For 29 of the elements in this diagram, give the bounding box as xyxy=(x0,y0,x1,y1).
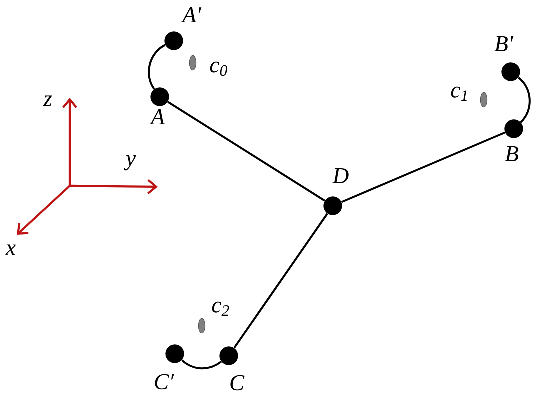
point-dot xyxy=(504,120,524,138)
centroid-ellipse xyxy=(189,55,197,71)
point-label: C′ xyxy=(155,374,174,390)
point-label: A′ xyxy=(181,8,202,22)
axis-label: x xyxy=(6,244,16,256)
point-dot xyxy=(324,196,342,216)
connector-line xyxy=(182,360,222,370)
point-label: c$_{2}$ xyxy=(212,302,230,316)
connector-line xyxy=(168,101,326,202)
point-dot xyxy=(166,344,184,364)
point-dot xyxy=(220,346,238,366)
point-label: B xyxy=(505,146,518,162)
point-label: B′ xyxy=(494,36,514,52)
point-dot xyxy=(150,88,170,106)
axis-label: z xyxy=(43,96,52,106)
centroid-ellipse xyxy=(198,318,206,334)
point-label: A xyxy=(150,110,165,124)
point-dot xyxy=(164,32,184,50)
point-label: c$_{1}$ xyxy=(451,86,467,102)
point-label: C xyxy=(230,375,245,391)
point-dot xyxy=(502,62,520,82)
connector-line xyxy=(234,213,328,349)
point-label: D xyxy=(332,168,349,184)
centroid-ellipse xyxy=(480,92,488,108)
connector-line xyxy=(148,44,166,90)
connector-line xyxy=(341,132,506,204)
axis-label: y xyxy=(124,155,136,171)
point-label: c$_{0}$ xyxy=(210,62,228,76)
connector-line xyxy=(518,77,531,124)
